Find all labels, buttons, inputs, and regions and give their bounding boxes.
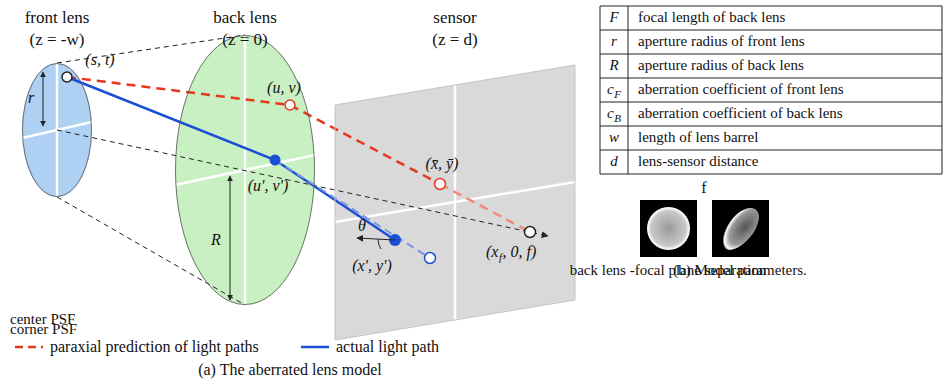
table-cell: F — [609, 9, 618, 26]
parameter-table — [600, 6, 942, 174]
plane-position: (z = d) — [432, 30, 477, 50]
point-label: (u', v') — [248, 177, 289, 195]
part-name: front lens — [25, 8, 90, 28]
psf-image — [640, 200, 697, 257]
paraxial-ray — [440, 184, 530, 232]
back-lens-disc — [175, 35, 315, 305]
radius-dimension — [43, 72, 44, 126]
image-caption: (b) Model parameters. — [673, 262, 807, 279]
table-cell: c — [607, 81, 614, 98]
label: corner PSF — [10, 321, 77, 338]
point-label: (x', y') — [352, 257, 392, 275]
legend-line-sample — [300, 341, 330, 353]
optical-axis — [57, 130, 548, 236]
paraxial-ray — [275, 160, 430, 258]
point-label: (s, t) — [85, 51, 114, 69]
lens-node: front lens(z = -w) — [22, 63, 92, 197]
paraxial-legend: paraxial prediction of light paths — [14, 338, 259, 356]
table-cell: c — [607, 105, 614, 122]
barrel-line — [57, 197, 245, 305]
point-label: (u, v) — [267, 79, 301, 97]
node-outline — [22, 63, 92, 197]
paraxial-ray — [67, 77, 440, 184]
dimension-label: R — [211, 231, 221, 249]
sensor-plane — [335, 65, 575, 340]
part-name: sensor — [433, 8, 476, 28]
table-cell: d — [610, 153, 618, 170]
radius-dimension — [230, 176, 231, 300]
legend-line-sample — [14, 341, 44, 353]
point-label: (x̄, ȳ) — [426, 155, 459, 173]
table-cell: w — [609, 129, 619, 146]
node-outline — [175, 35, 315, 305]
table-cell: r — [611, 33, 617, 50]
table-cell: focal length of back lens — [638, 9, 785, 26]
angle-label: θ — [358, 217, 366, 235]
sensor-node: sensor(z = d) — [335, 65, 575, 340]
table-cell: B — [614, 112, 621, 125]
figure-caption: (a) The aberrated lens model — [198, 361, 382, 379]
point-label: (x — [486, 243, 498, 261]
table-cell: F — [614, 88, 621, 101]
table-cell: lens-sensor distance — [638, 153, 758, 170]
lens-node: back lens(z = 0) — [175, 35, 315, 305]
table-cell: aperture radius of back lens — [638, 57, 804, 74]
plane-position: (z = -w) — [30, 30, 85, 50]
figure-caption: f — [701, 179, 706, 197]
psf-image — [712, 200, 769, 257]
table-cell: aberration coefficient of back lens — [638, 105, 843, 122]
table-cell: length of lens barrel — [638, 129, 758, 146]
point-label: , 0, f) — [503, 243, 537, 261]
part-name: back lens — [213, 8, 277, 28]
table-cell: aperture radius of front lens — [638, 33, 805, 50]
actual-legend: actual light path — [300, 338, 439, 356]
dimension-label: r — [28, 89, 34, 107]
point-label: f — [499, 251, 502, 264]
actual-ray — [67, 77, 395, 240]
plane-position: (z = 0) — [222, 30, 267, 50]
table-cell: aberration coefficient of front lens — [638, 81, 843, 98]
table-cell: R — [609, 57, 618, 74]
legend-text: actual light path — [336, 338, 439, 356]
node-outline — [335, 65, 575, 340]
barrel-line — [57, 35, 245, 63]
legend-text: paraxial prediction of light paths — [50, 338, 259, 356]
